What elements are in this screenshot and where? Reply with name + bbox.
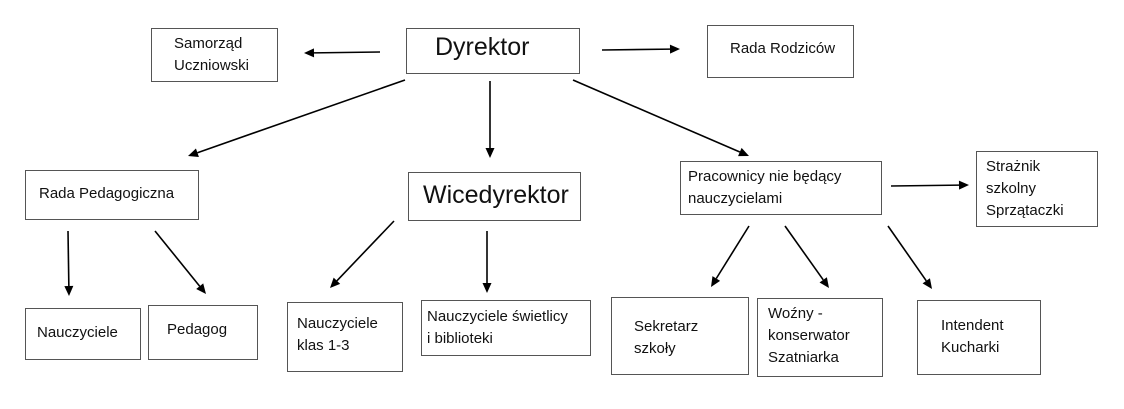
node-rada-pedagogiczna: Rada Pedagogiczna bbox=[25, 170, 199, 220]
arrow-dyrektor-to-rada-rodzicow bbox=[601, 44, 680, 54]
arrow-pracownicy-to-straznik bbox=[890, 180, 969, 190]
node-intendent: Intendent Kucharki bbox=[917, 300, 1041, 375]
arrow-dyrektor-to-samorzad bbox=[304, 48, 381, 58]
arrow-rada-ped-to-pedagog bbox=[154, 230, 206, 294]
node-nauczyciele-swietlicy: Nauczyciele świetlicy i biblioteki bbox=[421, 300, 591, 356]
arrow-pracownicy-to-sekretarz bbox=[711, 225, 750, 287]
node-dyrektor: Dyrektor bbox=[406, 28, 580, 74]
node-samorzad-uczniowski: Samorząd Uczniowski bbox=[151, 28, 278, 82]
arrow-wicedyrektor-to-nauczyciele-swietlicy bbox=[482, 231, 492, 293]
arrow-dyrektor-to-rada-pedagogiczna bbox=[188, 79, 406, 157]
node-sekretarz: Sekretarz szkoły bbox=[611, 297, 749, 375]
node-straznik-szkolny: Strażnik szkolny Sprzątaczki bbox=[976, 151, 1098, 227]
node-pedagog: Pedagog bbox=[148, 305, 258, 360]
node-rada-rodzicow: Rada Rodziców bbox=[707, 25, 854, 78]
arrow-rada-ped-to-nauczyciele bbox=[64, 230, 74, 296]
arrow-pracownicy-to-wozny bbox=[784, 225, 829, 288]
arrow-wicedyrektor-to-nauczyciele-klas bbox=[330, 220, 395, 288]
arrow-dyrektor-to-pracownicy bbox=[572, 79, 749, 157]
node-nauczyciele: Nauczyciele bbox=[25, 308, 141, 360]
node-pracownicy: Pracownicy nie będący nauczycielami bbox=[680, 161, 882, 215]
node-nauczyciele-klas: Nauczyciele klas 1-3 bbox=[287, 302, 403, 372]
arrow-dyrektor-to-wicedyrektor bbox=[485, 81, 495, 158]
arrow-pracownicy-to-intendent bbox=[887, 225, 932, 289]
node-wicedyrektor: Wicedyrektor bbox=[408, 172, 581, 221]
node-wozny: Woźny - konserwator Szatniarka bbox=[757, 298, 883, 377]
